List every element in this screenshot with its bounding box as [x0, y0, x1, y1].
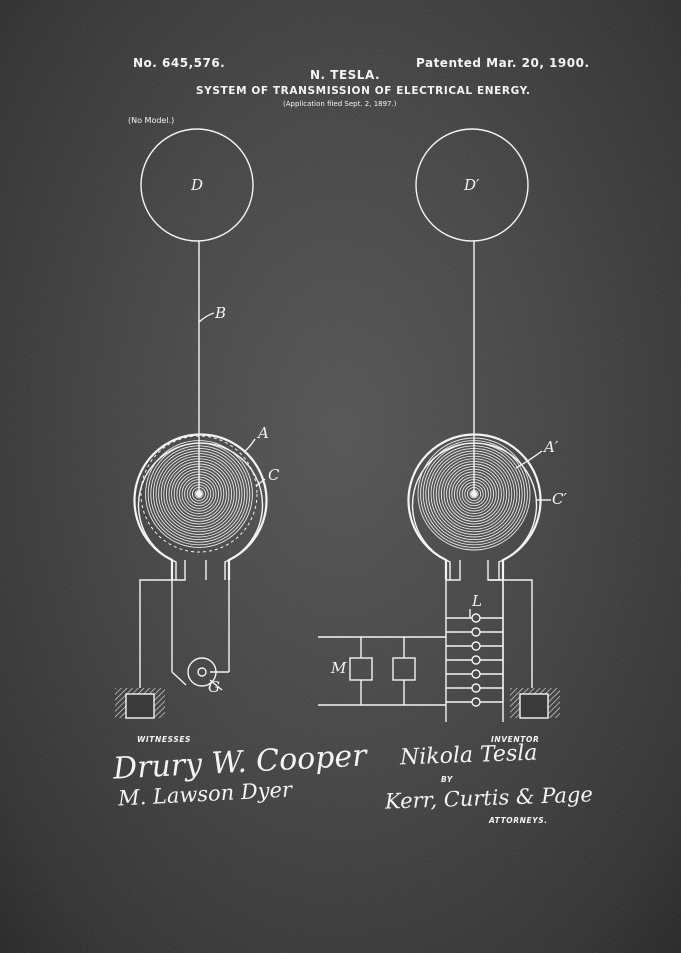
generator-dynamo	[187, 657, 217, 687]
right-ground-plate	[510, 688, 560, 719]
coil-winding	[186, 481, 212, 507]
lamp	[471, 683, 481, 693]
patent-number: No. 645,576.	[133, 56, 226, 70]
coil-winding	[191, 486, 207, 502]
coil-winding	[194, 489, 204, 499]
left-coil-assembly	[133, 433, 268, 580]
coil-winding	[178, 473, 220, 515]
motor-2	[392, 657, 416, 681]
label-d-prime: D′	[464, 176, 480, 194]
coil-winding	[427, 447, 521, 541]
coil-winding	[438, 458, 510, 530]
coil-winding	[464, 484, 484, 504]
label-c-prime: C′	[552, 490, 567, 508]
coil-winding	[448, 468, 500, 520]
label-l: L	[472, 592, 482, 610]
coil-winding	[176, 471, 222, 517]
coil-winding	[152, 447, 246, 541]
coil-winding	[453, 473, 495, 515]
coil-winding	[461, 481, 487, 507]
coil-winding	[435, 455, 513, 533]
lamp	[471, 669, 481, 679]
coil-winding	[173, 468, 225, 520]
right-terminal-sphere	[415, 128, 529, 242]
coil-winding	[446, 466, 502, 522]
coil-winding	[171, 466, 227, 522]
coil-winding	[168, 463, 230, 525]
coil-winding	[433, 453, 515, 535]
lamp	[471, 655, 481, 665]
right-circuit	[318, 560, 533, 722]
coil-winding	[155, 450, 243, 538]
coil-winding	[425, 445, 523, 543]
patent-title: SYSTEM OF TRANSMISSION OF ELECTRICAL ENE…	[196, 85, 531, 97]
label-a: A	[258, 424, 269, 442]
coil-winding	[189, 484, 209, 504]
coil-winding	[160, 455, 238, 533]
patented-date: Patented Mar. 20, 1900.	[416, 56, 590, 70]
label-b: B	[215, 304, 227, 322]
witnesses-label: WITNESSES	[137, 735, 192, 744]
coil-winding	[440, 460, 508, 528]
coil-winding	[147, 442, 251, 546]
coil-winding	[420, 440, 528, 548]
coil-winding	[469, 489, 479, 499]
coil-winding	[150, 445, 248, 543]
coil-winding	[417, 437, 531, 551]
coil-winding	[163, 458, 235, 530]
coil-winding	[466, 486, 482, 502]
coil-winding	[430, 450, 518, 538]
inventor-label: INVENTOR	[491, 735, 540, 744]
lamp	[471, 627, 481, 637]
coil-winding	[181, 476, 217, 512]
model-note: (No Model.)	[128, 116, 175, 125]
inventor-name: N. TESLA.	[310, 68, 381, 82]
label-b-leader	[198, 312, 215, 323]
label-m: M	[331, 659, 347, 677]
label-d: D	[191, 176, 204, 194]
coil-winding	[451, 471, 497, 517]
left-ground-plate	[115, 688, 165, 719]
by-label: BY	[441, 775, 453, 784]
attorneys-label: ATTORNEYS.	[489, 816, 548, 825]
coil-winding	[158, 453, 240, 535]
coil-winding	[422, 442, 526, 546]
lamp	[471, 697, 481, 707]
lamp	[471, 641, 481, 651]
lamp	[471, 613, 481, 623]
coil-winding	[456, 476, 492, 512]
lamp-array	[446, 613, 503, 707]
left-circuit	[139, 560, 230, 691]
motor-1	[349, 657, 373, 681]
application-note: (Application filed Sept. 2, 1897.)	[283, 100, 397, 108]
inventor-signature: Nikola Tesla	[399, 740, 538, 771]
label-g: G	[208, 678, 220, 696]
right-coil-assembly	[407, 433, 542, 580]
coil-winding	[165, 460, 233, 528]
coil-winding	[459, 479, 489, 509]
label-c: C	[268, 466, 280, 484]
label-a-prime: A′	[544, 438, 559, 456]
coil-winding	[145, 440, 253, 548]
left-terminal-sphere	[140, 128, 254, 242]
coil-winding	[443, 463, 505, 525]
coil-winding	[184, 479, 214, 509]
